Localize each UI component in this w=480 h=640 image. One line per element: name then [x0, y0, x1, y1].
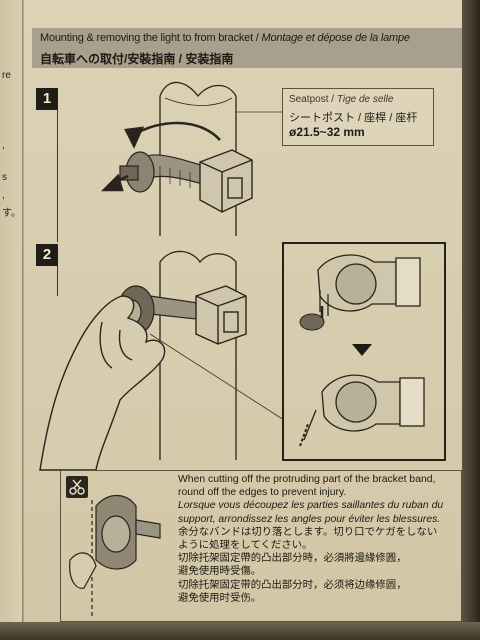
- hand: [39, 295, 166, 471]
- bracket-block: [199, 149, 253, 213]
- seatpost-label: Seatpost / Tige de selle: [289, 94, 394, 105]
- step-1-number: 1: [36, 88, 58, 110]
- bracket-cut-view: [303, 374, 425, 441]
- seatpost-diameter-range: ø21.5~32 mm: [289, 125, 365, 139]
- seatpost-size-callout: Seatpost / Tige de selle シートポスト / 座桿 / 座…: [282, 88, 434, 146]
- warning-line-en: round off the edges to prevent injury.: [178, 487, 347, 499]
- header-title-multilang: Mounting & removing the light to from br…: [40, 32, 410, 44]
- warning-line-zh-tw: 切除托架固定帶的凸出部分時，必須將邊緣修圓，: [178, 553, 407, 565]
- adjacent-page-text: re: [2, 70, 11, 81]
- warning-line-ja: 余分なバンドは切り落とします。切り口でケガをしない: [178, 526, 438, 538]
- bracket-top-view: [317, 254, 421, 316]
- background-edge-right: [462, 0, 480, 640]
- thumb-screw: [119, 151, 155, 193]
- adjacent-page-text: s: [2, 172, 7, 183]
- step-2-number: 2: [36, 244, 58, 266]
- cut-arrow: [299, 423, 309, 447]
- adjacent-page-text: す。: [2, 208, 21, 219]
- step-1-guide-line: [57, 110, 58, 242]
- warning-line-fr: support, arrondissez les angles pour évi…: [178, 513, 441, 525]
- cutting-warning-box: [60, 470, 462, 622]
- detail-callout-line: [149, 333, 285, 421]
- warning-line-ja: ように処理をしてください。: [178, 540, 313, 552]
- adjacent-page-text: ,: [2, 140, 5, 151]
- warning-line-zh-tw: 避免使用時受傷。: [178, 566, 262, 578]
- seatpost-label-cjk: シートポスト / 座桿 / 座杆: [289, 112, 418, 124]
- section-header: Mounting & removing the light to from br…: [32, 28, 464, 68]
- page-fold: [22, 0, 24, 640]
- band-cut-detail-panel: [282, 242, 446, 461]
- adjacent-page-edge: re , s , す。: [0, 0, 23, 640]
- warning-line-fr: Lorsque vous découpez les parties sailla…: [178, 500, 444, 512]
- bracket-block: [195, 285, 247, 345]
- header-title-cjk: 自転車への取付/安裝指南 / 安装指南: [40, 52, 234, 66]
- rotation-arrow: [100, 121, 221, 192]
- background-edge-bottom: [0, 622, 480, 640]
- down-triangle-icon: [352, 344, 372, 356]
- warning-line-zh-cn: 避免使用时受伤。: [178, 592, 262, 604]
- thumb-screw-small: [299, 313, 325, 331]
- step-2-guide-line: [57, 266, 58, 296]
- scissors-icon: [66, 476, 88, 498]
- adjacent-page-text: ,: [2, 190, 5, 201]
- cutting-warning-text: When cutting off the protruding part of …: [178, 473, 463, 605]
- warning-line-en: When cutting off the protruding part of …: [178, 474, 436, 485]
- warning-line-zh-cn: 切除托架固定带的凸出部分时，必须将边缘修圆，: [178, 579, 407, 591]
